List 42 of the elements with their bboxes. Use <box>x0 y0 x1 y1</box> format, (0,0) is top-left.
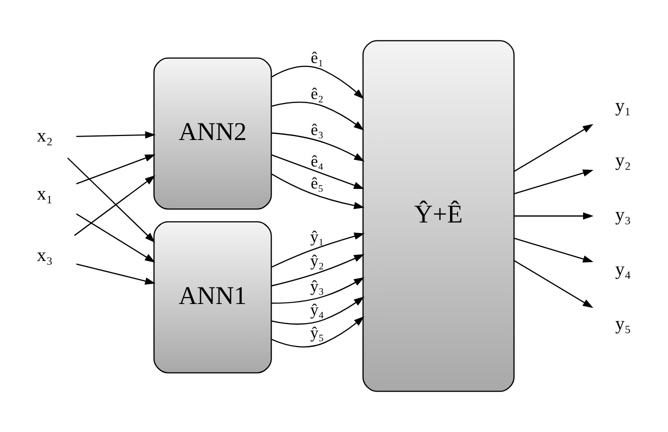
arrow <box>514 169 594 194</box>
edge-label: ê₂ <box>310 84 324 103</box>
node-box: ANN1 <box>153 221 272 374</box>
arrow <box>514 238 594 263</box>
arrow <box>271 232 365 268</box>
edge-label: ŷ₄ <box>310 300 324 319</box>
edge-label: ê₁ <box>310 48 324 67</box>
arrow <box>514 260 594 308</box>
arrow <box>271 316 364 348</box>
arrow <box>76 213 156 263</box>
arrow <box>67 158 156 243</box>
node-text: x₃ <box>36 245 53 266</box>
arrow <box>271 277 364 304</box>
node-text: x₁ <box>36 184 53 205</box>
arrow <box>271 154 364 190</box>
node-text: y₂ <box>615 150 632 171</box>
node-text: y₁ <box>615 95 632 116</box>
edge-label: ê₃ <box>310 120 324 139</box>
arrow <box>272 174 364 210</box>
node-box: Ŷ+Ê <box>362 40 515 392</box>
arrow <box>271 254 364 286</box>
arrow <box>514 124 594 172</box>
node-text: y₄ <box>615 258 632 280</box>
arrow <box>74 175 156 236</box>
arrow <box>271 132 365 162</box>
node-box: ANN2 <box>153 57 272 210</box>
node-text: x₂ <box>36 125 53 146</box>
edge-label: ŷ₅ <box>310 324 324 342</box>
edge-label: ŷ₃ <box>310 278 324 296</box>
edge-label: ê₄ <box>310 152 324 170</box>
node-text: y₅ <box>615 314 632 335</box>
arrow <box>272 66 364 100</box>
arrow <box>76 131 156 139</box>
edge-label: ŷ₂ <box>310 252 324 270</box>
edge-label: ê₅ <box>310 174 324 192</box>
arrow <box>514 212 594 220</box>
arrow <box>271 296 364 325</box>
arrow <box>76 154 156 184</box>
arrow <box>272 102 364 130</box>
node-text: y₃ <box>615 204 632 226</box>
edge-label: ŷ₁ <box>310 228 324 246</box>
arrow <box>76 264 156 285</box>
